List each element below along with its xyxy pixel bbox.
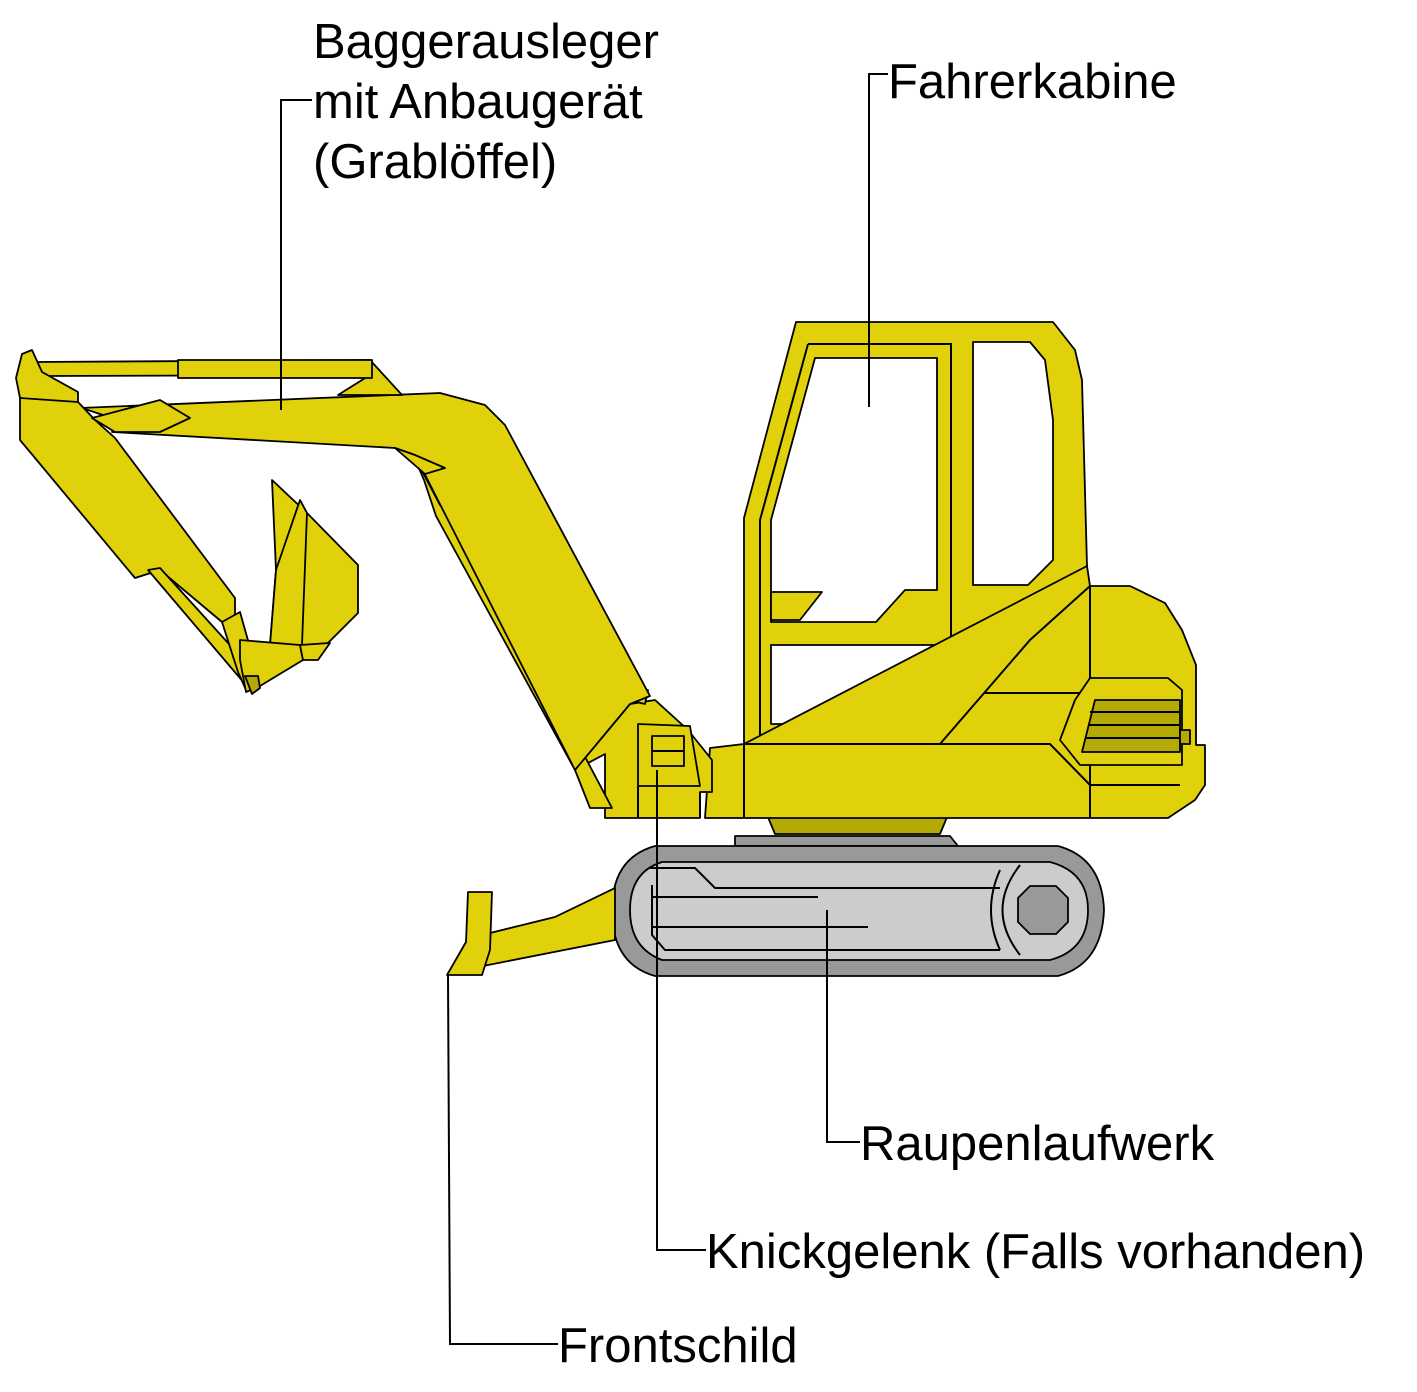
boom-label-line-2: mit Anbaugerät (313, 75, 643, 129)
cab-window-front-upper (770, 357, 938, 623)
track-detail-arc2 (1001, 864, 1021, 956)
cab-label: Fahrerkabine (888, 55, 1177, 109)
bucket-cylinder-arm (91, 399, 191, 433)
blade-arm (477, 887, 616, 968)
stick-top-bar (177, 359, 373, 379)
stick-head (15, 349, 79, 411)
track-label: Raupenlaufwerk (860, 1117, 1215, 1171)
boom-label-line-3: (Grablöffel) (313, 135, 557, 189)
crawler-track (611, 835, 1105, 977)
track-detail-bottom (651, 885, 1000, 951)
boom-arm (79, 392, 651, 809)
turret-diag (939, 585, 1091, 745)
track-detail-top (650, 867, 1000, 889)
track-inner (629, 861, 1089, 961)
engine-vent-tab (1179, 729, 1191, 745)
labels: Baggerausleger mit Anbaugerät (Grablöffe… (313, 15, 1365, 1373)
track-leader (826, 910, 860, 1143)
cab-leader (868, 73, 888, 407)
boom-label-line-1: Baggerausleger (313, 15, 659, 69)
track-top-plate (734, 835, 959, 847)
cab-window-notch (770, 591, 823, 621)
turret-body (704, 565, 1206, 819)
bucket-pin (244, 675, 261, 695)
leader-lines (280, 73, 888, 1345)
bucket-link-hinge (299, 642, 331, 661)
joint-label: Knickgelenk (Falls vorhanden) (706, 1225, 1365, 1279)
blade (446, 891, 493, 976)
blade-label: Frontschild (558, 1319, 798, 1373)
cab-window-side (972, 341, 1054, 586)
turret-deck-line (744, 743, 1180, 786)
front-blade (446, 887, 616, 976)
blade-leader (447, 974, 558, 1345)
stick-and-bucket (15, 349, 403, 695)
joint-leader (656, 770, 706, 1251)
track-detail-arc (990, 869, 1001, 951)
boom-leader (280, 99, 312, 410)
drive-sprocket (1017, 885, 1069, 935)
boom-tip-block (394, 447, 446, 475)
